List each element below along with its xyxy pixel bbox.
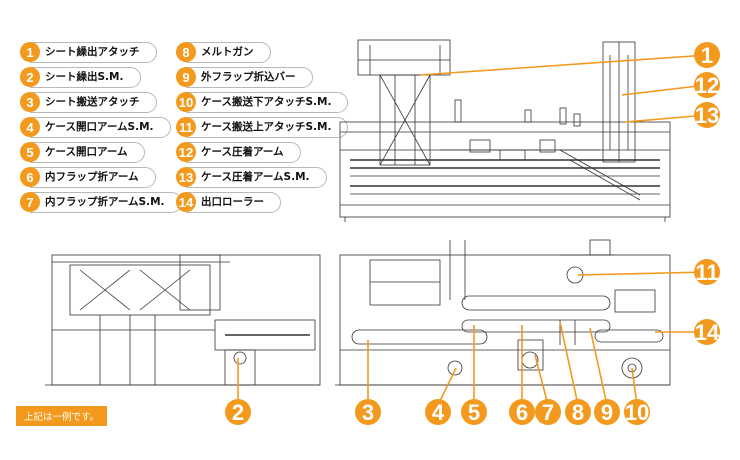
legend-item-10: 10 ケース搬送下アタッチS.M. <box>176 91 349 113</box>
legend-item-6: 6 内フラップ折アーム <box>20 166 156 188</box>
legend-number: 10 <box>176 92 196 112</box>
leader-7 <box>534 354 549 406</box>
callout-1: 1 <box>694 42 720 68</box>
leader-8 <box>559 321 579 406</box>
svg-text:6: 6 <box>516 400 528 425</box>
side-view-right <box>335 239 671 386</box>
leader-11 <box>577 271 708 276</box>
legend-number: 11 <box>176 117 196 137</box>
legend-number: 1 <box>20 42 40 62</box>
svg-text:5: 5 <box>468 400 480 425</box>
legend-item-3: 3 シート搬送アタッチ <box>20 91 157 113</box>
leader-12 <box>621 84 708 96</box>
legend-number: 14 <box>176 192 196 212</box>
callout-4: 4 <box>425 399 451 425</box>
example-note: 上記は一例です。 <box>16 406 108 426</box>
legend-item-12: 12 ケース圧着アーム <box>176 141 301 163</box>
legend-number: 2 <box>20 67 40 87</box>
legend-label: 外フラップ折込バー <box>186 66 313 88</box>
svg-text:11: 11 <box>695 260 718 285</box>
leader-4 <box>437 367 457 406</box>
legend-number: 3 <box>20 92 40 112</box>
legend-number: 9 <box>176 67 196 87</box>
legend-item-13: 13 ケース圧着アームS.M. <box>176 166 327 188</box>
legend-number: 4 <box>20 117 40 137</box>
svg-text:4: 4 <box>432 400 445 425</box>
callout-12: 12 <box>694 72 720 98</box>
legend-number: 5 <box>20 142 40 162</box>
legend-item-7: 7 内フラップ折アームS.M. <box>20 191 182 213</box>
svg-text:3: 3 <box>362 400 374 425</box>
svg-text:7: 7 <box>542 400 554 425</box>
legend-item-4: 4 ケース開口アームS.M. <box>20 116 171 138</box>
legend-label: 内フラップ折アーム <box>30 166 156 188</box>
legend-label: ケース圧着アームS.M. <box>186 166 327 188</box>
leader-10 <box>631 367 638 406</box>
svg-text:14: 14 <box>695 320 720 345</box>
legend-number: 8 <box>176 42 196 62</box>
callout-14: 14 <box>694 319 720 345</box>
callout-10: 10 <box>624 399 650 425</box>
top-view-machine <box>339 39 671 222</box>
legend-item-11: 11 ケース搬送上アタッチS.M. <box>176 116 349 138</box>
svg-text:9: 9 <box>601 400 613 425</box>
svg-text:1: 1 <box>701 43 713 68</box>
legend-item-14: 14 出口ローラー <box>176 191 281 213</box>
callouts: 1 12 13 11 14 2 3 4 5 6 7 8 9 10 <box>225 42 720 425</box>
side-view-left <box>45 254 321 386</box>
legend-label: ケース圧着アーム <box>186 141 301 163</box>
legend-label: シート繰出S.M. <box>30 66 141 88</box>
svg-text:12: 12 <box>695 73 719 98</box>
legend-label: ケース搬送下アタッチS.M. <box>186 91 349 113</box>
legend-item-1: 1 シート繰出アタッチ <box>20 41 157 63</box>
leader-13 <box>624 114 708 123</box>
callout-6: 6 <box>509 399 535 425</box>
svg-text:8: 8 <box>572 400 584 425</box>
svg-text:2: 2 <box>232 400 244 425</box>
callout-11: 11 <box>694 259 720 285</box>
callout-5: 5 <box>461 399 487 425</box>
legend-label: ケース開口アーム <box>30 141 145 163</box>
callout-7: 7 <box>535 399 561 425</box>
svg-text:10: 10 <box>625 400 649 425</box>
legend-label: メルトガン <box>186 41 271 63</box>
leader-1 <box>419 54 708 76</box>
legend-item-8: 8 メルトガン <box>176 41 271 63</box>
legend-label: ケース搬送上アタッチS.M. <box>186 116 349 138</box>
legend-item-9: 9 外フラップ折込バー <box>176 66 313 88</box>
legend-number: 13 <box>176 167 196 187</box>
callout-9: 9 <box>594 399 620 425</box>
svg-text:13: 13 <box>695 103 719 128</box>
callout-2: 2 <box>225 399 251 425</box>
legend-number: 12 <box>176 142 196 162</box>
legend-label: ケース開口アームS.M. <box>30 116 171 138</box>
callout-8: 8 <box>565 399 591 425</box>
legend-item-5: 5 ケース開口アーム <box>20 141 145 163</box>
callout-leaders <box>237 54 708 406</box>
legend-number: 7 <box>20 192 40 212</box>
legend-number: 6 <box>20 167 40 187</box>
legend-item-2: 2 シート繰出S.M. <box>20 66 141 88</box>
leader-9 <box>589 327 608 406</box>
callout-3: 3 <box>355 399 381 425</box>
callout-13: 13 <box>694 102 720 128</box>
legend-label: シート繰出アタッチ <box>30 41 157 63</box>
